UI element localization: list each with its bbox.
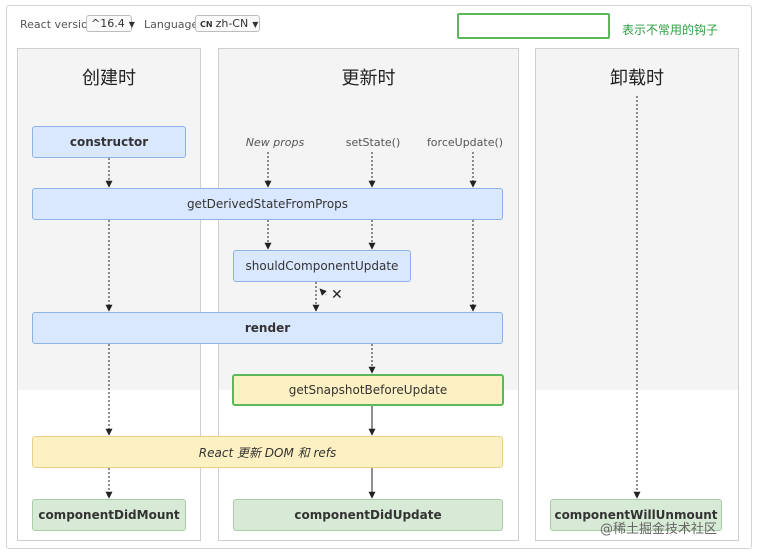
cross-icon: ✕ (331, 287, 343, 303)
react-version-select[interactable]: ^16.4▼ (86, 15, 135, 32)
trigger-set-state: setState() (345, 136, 401, 149)
trigger-force-update: forceUpdate() (426, 136, 504, 149)
trigger-new-props: New props (245, 136, 305, 149)
column-title-update: 更新时 (341, 68, 396, 89)
get-snapshot-before-update-box: getSnapshotBeforeUpdate (232, 374, 504, 406)
language-label: Language (144, 18, 199, 31)
chevron-down-icon: ▼ (128, 20, 135, 29)
chevron-down-icon: ▼ (252, 20, 259, 29)
column-title-mount: 创建时 (82, 68, 136, 89)
constructor-box: constructor (32, 126, 186, 158)
column-title-unmount: 卸载时 (610, 68, 664, 89)
react-updates-dom-box: React 更新 DOM 和 refs (32, 436, 503, 468)
component-did-mount-box: componentDidMount (32, 499, 186, 531)
legend-swatch (457, 13, 610, 39)
language-value: zh-CN (215, 17, 249, 30)
should-component-update-box: shouldComponentUpdate (233, 250, 411, 282)
component-did-update-box: componentDidUpdate (233, 499, 503, 531)
flag-cn-icon: CN (200, 20, 213, 29)
react-version-value: ^16.4 (91, 17, 125, 30)
react-version-label: React version (20, 18, 95, 31)
column-unmount (535, 48, 739, 541)
watermark: @稀土掘金技术社区 (600, 522, 718, 537)
component-will-unmount-box: componentWillUnmount (550, 499, 722, 531)
get-derived-state-box: getDerivedStateFromProps (32, 188, 503, 220)
render-box: render (32, 312, 503, 344)
legend-text: 表示不常用的钩子 (622, 23, 719, 37)
